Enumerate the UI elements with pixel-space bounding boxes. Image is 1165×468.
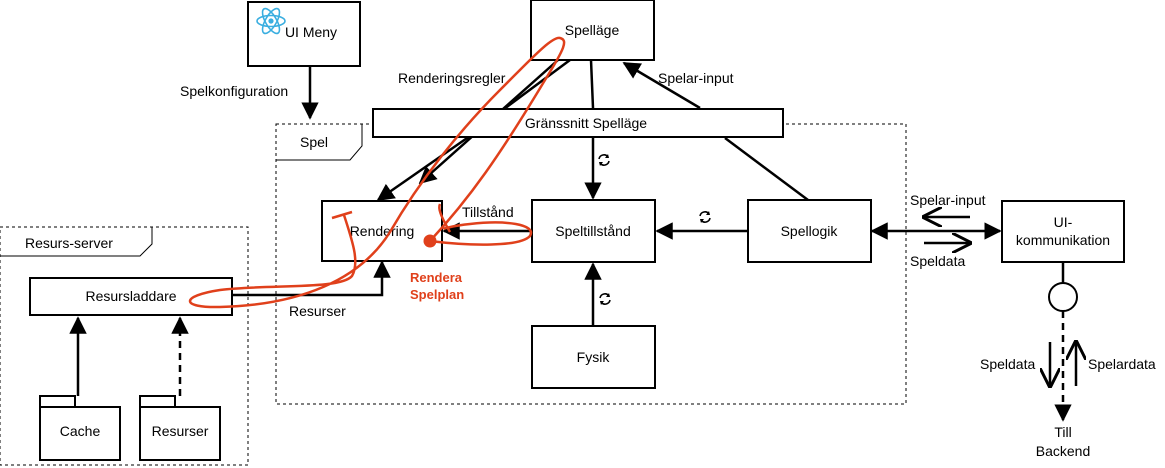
resurs-server-frame: Resurs-server	[0, 226, 249, 466]
node-resurser: Resurser	[139, 395, 221, 461]
spel-frame-label: Spel	[300, 134, 328, 150]
node-cache-label: Cache	[60, 423, 101, 439]
edge-to-rendering	[376, 134, 471, 202]
edge-renderingsregler-b	[499, 58, 571, 114]
label-till: Till	[1054, 424, 1071, 440]
label-spelar-input-top: Spelar-input	[658, 70, 734, 86]
label-speldata-right: Speldata	[910, 253, 965, 269]
annotation-dot	[423, 234, 437, 248]
node-ui-kommunikation: UI- kommunikation	[1001, 200, 1125, 263]
annotation-label-2: Spelplan	[410, 287, 464, 302]
node-spellage: Spelläge	[530, 0, 655, 61]
annotation-label-1: Rendera	[410, 270, 463, 285]
label-speldata-bottom: Speldata	[980, 356, 1035, 372]
node-rendering: Rendering	[321, 200, 443, 262]
port-circle	[1048, 282, 1078, 312]
node-resurser-label: Resurser	[152, 423, 209, 439]
resurs-server-label: Resurs-server	[25, 235, 113, 251]
label-renderingsregler: Renderingsregler	[398, 70, 506, 86]
node-ui-meny: UI Meny	[247, 1, 361, 67]
node-speltillstand: Speltillstånd	[531, 199, 656, 263]
node-granssnitt-label: Gränssnitt Spelläge	[525, 115, 647, 131]
cycle-arrow-icon	[599, 292, 611, 306]
label-spelar-input-right: Spelar-input	[910, 192, 986, 208]
cycle-arrow-icon	[598, 153, 610, 167]
label-spelardata-bottom: Spelardata	[1088, 356, 1156, 372]
node-ui-meny-label: UI Meny	[285, 24, 337, 40]
node-ui-kommunikation-label-2: kommunikation	[1016, 232, 1110, 248]
label-tillstand: Tillstånd	[462, 204, 514, 220]
node-cache: Cache	[39, 395, 121, 461]
node-resursladdare: Resursladdare	[29, 277, 233, 316]
node-spellogik: Spellogik	[747, 199, 872, 263]
node-rendering-label: Rendering	[350, 223, 415, 239]
edge-spelar-input-top	[622, 61, 701, 110]
edge-resurser	[232, 260, 391, 297]
edge-spellage-granssnitt	[589, 59, 595, 109]
red-annotation-scribble	[188, 36, 566, 309]
node-granssnitt: Gränssnitt Spelläge	[372, 108, 784, 138]
node-resursladdare-label: Resursladdare	[85, 288, 176, 304]
label-spelkonfiguration: Spelkonfiguration	[180, 83, 288, 99]
node-ui-kommunikation-label-1: UI-	[1054, 214, 1073, 230]
node-fysik-label: Fysik	[577, 349, 611, 365]
cycle-arrow-icon	[699, 210, 711, 224]
node-spellage-label: Spelläge	[565, 22, 620, 38]
label-backend: Backend	[1036, 443, 1090, 459]
node-spellogik-label: Spellogik	[781, 223, 839, 239]
label-resurser: Resurser	[289, 303, 346, 319]
node-fysik: Fysik	[531, 325, 656, 389]
edge-granssnitt-spellogik	[724, 136, 809, 202]
node-speltillstand-label: Speltillstånd	[555, 223, 631, 239]
